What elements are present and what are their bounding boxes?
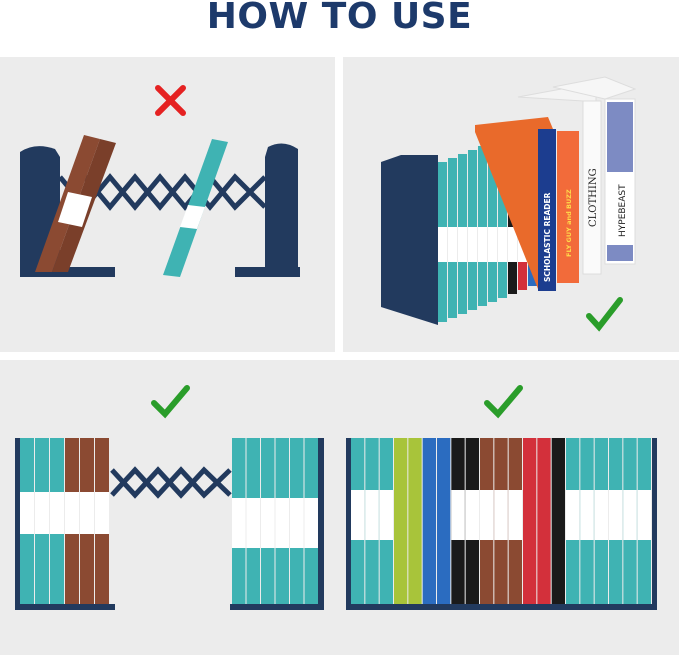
book [508,438,522,604]
bookend-full-shelf [346,438,657,610]
book [422,438,436,604]
book-scholastic-reader: SCHOLASTIC READER [475,117,556,291]
book [594,438,608,604]
spine-text-scholastic: SCHOLASTIC READER [543,192,552,282]
book [468,150,477,310]
panel-correct-full-books: SCHOLASTIC READER FLY GUY and BUZZ CLOTH… [343,57,679,352]
book [408,438,422,604]
page-title: HOW TO USE [206,0,473,37]
book [451,438,465,604]
book [438,162,447,322]
book [437,438,451,604]
book [609,438,623,604]
book [65,438,79,604]
book [95,438,109,604]
book [458,154,467,314]
bookend-left-setup [15,438,115,610]
green-check-icon [151,385,190,419]
book [580,438,594,604]
panel-incorrect-usage [0,57,335,352]
bookend-right [235,143,300,277]
book [365,438,379,604]
book [537,438,551,604]
leaning-teal-book [163,139,228,277]
book [275,438,289,604]
book [232,438,246,604]
bookend-right-setup [230,438,324,610]
book [498,138,507,298]
book [261,438,275,604]
spine-text-fly-guy: FLY GUY and BUZZ [565,189,573,257]
book [494,438,508,604]
spine-text-hypebeast: HYPEBEAST [618,184,628,237]
panel-correct-expanded-and-full [0,360,679,655]
green-check-icon [484,385,523,419]
book [50,438,64,604]
book [637,438,651,604]
book [480,438,494,604]
book [478,146,487,306]
book [465,438,479,604]
leaning-brown-books [35,135,116,272]
book [35,438,49,604]
book-hypebeast: HYPEBEAST [552,76,637,265]
book [290,438,304,604]
book-fly-guy: FLY GUY and BUZZ [557,131,579,283]
book [394,438,408,604]
red-x-icon [155,85,186,116]
book [246,438,260,604]
book [551,438,565,604]
book [80,438,94,604]
green-check-icon [586,297,623,332]
book [523,438,537,604]
bookend-left [381,155,438,325]
spine-text-clothing: CLOTHING [588,168,599,227]
book [351,438,365,604]
book [448,158,457,318]
book-rows [20,438,651,604]
book [623,438,637,604]
book [566,438,580,604]
book [488,142,497,302]
book [20,438,34,604]
book [379,438,393,604]
book [304,438,318,604]
expandable-scissor-arm [110,466,232,499]
